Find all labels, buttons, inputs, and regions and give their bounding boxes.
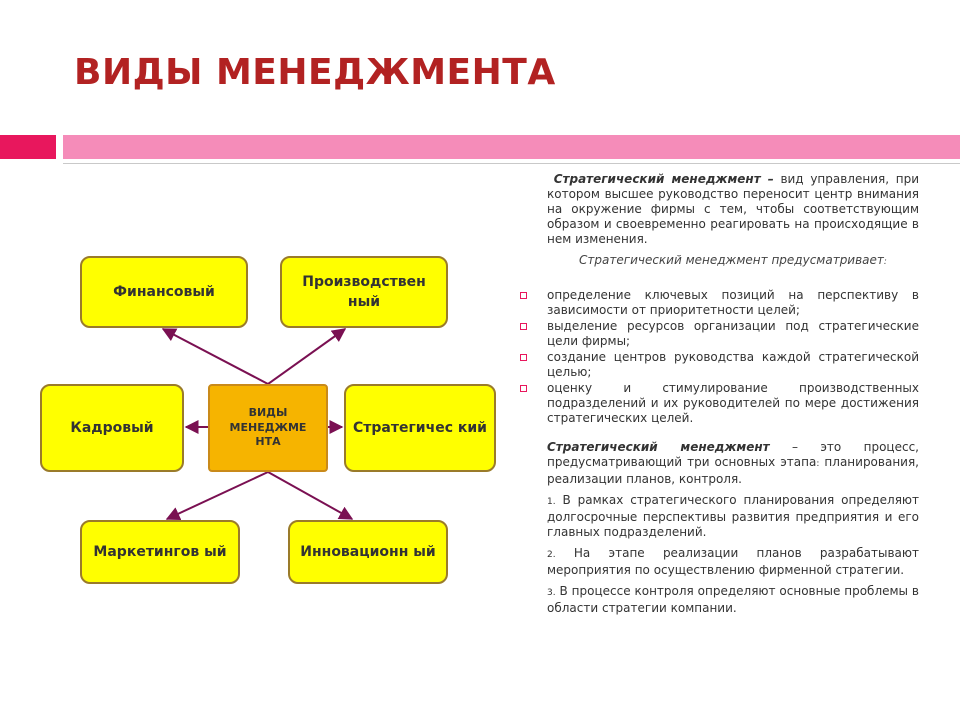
header-band [63, 135, 960, 159]
list-item-text: оценку и стимулирование производственных… [547, 381, 919, 425]
step-3: 3. В процессе контроля определяют основн… [547, 584, 919, 616]
node-personnel: Кадровый [40, 384, 184, 472]
definition-2: Стратегический менеджмент – это процесс,… [547, 440, 919, 487]
list-item-text: выделение ресурсов организации под страт… [547, 319, 919, 348]
node-production: Производствен ный [280, 256, 448, 328]
list-item-text: определение ключевых позиций на перспект… [547, 288, 919, 317]
bullet-square-icon [520, 292, 527, 299]
node-financial: Финансовый [80, 256, 248, 328]
step-number: 3. [547, 588, 556, 598]
step-number: 1. [547, 497, 556, 507]
arrow-to-marketing [165, 471, 269, 521]
node-innovation: Инновационн ый [288, 520, 448, 584]
header-divider [63, 163, 960, 164]
arrow-to-financial [161, 328, 269, 385]
node-marketing: Маркетингов ый [80, 520, 240, 584]
list-item: создание центров руководства каждой стра… [520, 350, 919, 380]
list-item: выделение ресурсов организации под страт… [520, 319, 919, 349]
step-number: 2. [547, 550, 556, 560]
arrow-to-production [267, 328, 347, 385]
bullet-square-icon [520, 323, 527, 330]
node-strategic: Стратегичес кий [344, 384, 496, 472]
step-text: На этапе реализации планов разрабатывают… [547, 546, 919, 577]
provides-heading-colon: : [883, 257, 887, 267]
provides-list: определение ключевых позиций на перспект… [520, 288, 919, 426]
definition-2-term: Стратегический менеджмент [547, 440, 770, 454]
list-item: оценку и стимулирование производственных… [520, 381, 919, 426]
step-1: 1. В рамках стратегического планирования… [547, 493, 919, 540]
definition-1: Стратегический менеджмент – вид управлен… [547, 172, 919, 247]
list-item-text: создание центров руководства каждой стра… [547, 350, 919, 379]
slide-title: ВИДЫ МЕНЕДЖМЕНТА [74, 52, 556, 93]
step-2: 2. На этапе реализации планов разрабатыв… [547, 546, 919, 578]
definition-1-body: вид управления, при котором высшее руков… [547, 172, 919, 246]
provides-heading-text: Стратегический менеджмент предусматривае… [579, 253, 884, 267]
definition-1-term: Стратегический менеджмент – [553, 172, 774, 186]
header-band-accent [0, 135, 56, 159]
step-text: В рамках стратегического планирования оп… [547, 493, 919, 539]
list-item: определение ключевых позиций на перспект… [520, 288, 919, 318]
step-text: В процессе контроля определяют основные … [547, 584, 919, 615]
definition-2-tail: планирования, реализации планов, контрол… [547, 455, 919, 486]
bullet-square-icon [520, 385, 527, 392]
description-text: Стратегический менеджмент – вид управлен… [520, 172, 919, 616]
provides-heading: Стратегический менеджмент предусматривае… [547, 253, 919, 270]
arrow-to-innovation [267, 471, 354, 520]
definition-2-body: – это процесс, предусматривающий три осн… [547, 440, 919, 469]
bullet-square-icon [520, 354, 527, 361]
definition-2-colon: : [816, 459, 820, 469]
node-center: ВИДЫ МЕНЕДЖМЕ НТА [208, 384, 328, 472]
